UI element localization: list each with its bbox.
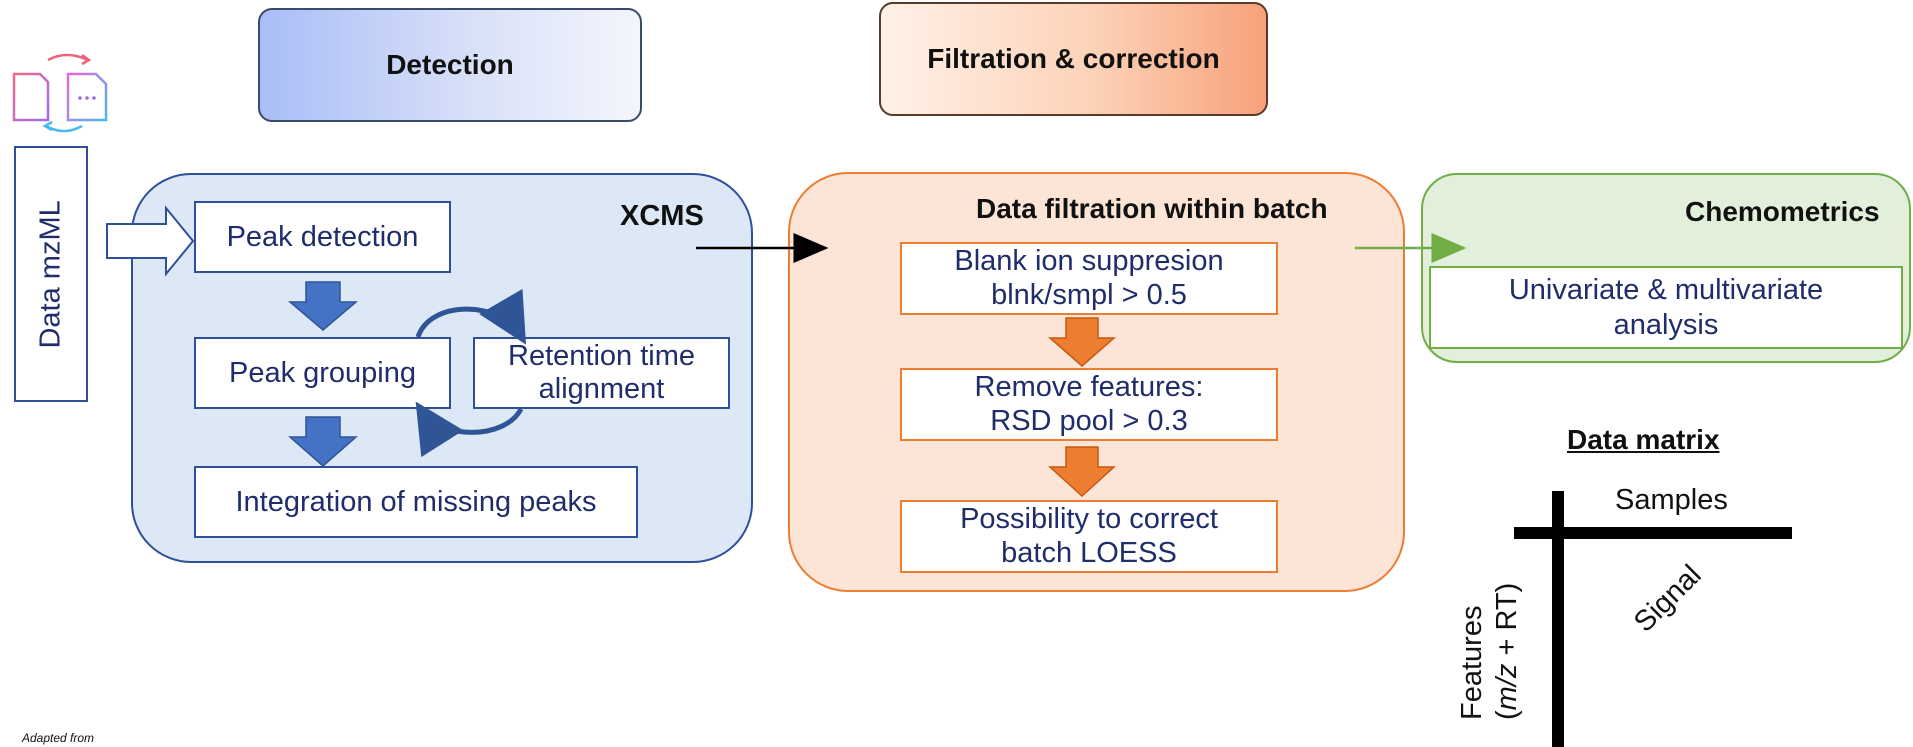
detection-header: Detection xyxy=(258,8,642,122)
filtration-title: Data filtration within batch xyxy=(976,193,1328,224)
features-rt: + RT) xyxy=(1490,582,1523,664)
analysis-line1: Univariate & multivariate xyxy=(1508,273,1824,306)
features-mz: m/z xyxy=(1490,663,1523,711)
analysis-line2: analysis xyxy=(1613,308,1719,341)
filtration-header: Filtration & correction xyxy=(879,2,1268,116)
features-line1: Features xyxy=(1456,605,1488,720)
signal-label: Signal xyxy=(1628,558,1708,639)
integration-missing-peaks-step: Integration of missing peaks xyxy=(194,466,638,538)
data-matrix-title: Data matrix xyxy=(1567,424,1720,455)
remove-features-step: Remove features: RSD pool > 0.3 xyxy=(900,368,1278,441)
xcms-title: XCMS xyxy=(620,200,704,232)
blank-line1: Blank ion suppresion xyxy=(954,245,1224,278)
peak-detection-label: Peak detection xyxy=(226,220,419,253)
correct-line1: Possibility to correct xyxy=(960,503,1218,536)
detection-header-label: Detection xyxy=(386,49,514,80)
batch-correction-label: Possibility to correct batch LOESS xyxy=(960,503,1218,570)
blank-ion-suppression-label: Blank ion suppresion blnk/smpl > 0.5 xyxy=(954,245,1223,312)
remove-line2: RSD pool > 0.3 xyxy=(990,404,1188,437)
retention-line2: alignment xyxy=(538,373,665,405)
features-paren-open: ( xyxy=(1490,710,1523,720)
samples-label: Samples xyxy=(1615,484,1728,516)
adapted-from-note: Adapted from xyxy=(22,731,95,745)
blank-line2: blnk/smpl > 0.5 xyxy=(991,278,1187,311)
batch-correction-step: Possibility to correct batch LOESS xyxy=(900,500,1278,573)
data-mzml-input: Data mzML xyxy=(14,146,88,402)
remove-line1: Remove features: xyxy=(974,371,1204,404)
integration-label: Integration of missing peaks xyxy=(235,485,597,518)
remove-features-label: Remove features: RSD pool > 0.3 xyxy=(975,371,1204,438)
data-mzml-label: Data mzML xyxy=(34,199,67,349)
retention-time-alignment-step: Retention time alignment xyxy=(473,337,730,409)
features-line2: (m/z + RT) xyxy=(1491,583,1523,720)
retention-line1: Retention time xyxy=(508,339,695,372)
correct-line2: batch LOESS xyxy=(1001,536,1177,569)
peak-grouping-step: Peak grouping xyxy=(194,337,451,409)
peak-detection-step: Peak detection xyxy=(194,201,451,273)
peak-grouping-label: Peak grouping xyxy=(228,356,417,389)
file-conversion-icon xyxy=(12,52,116,134)
blank-ion-suppression-step: Blank ion suppresion blnk/smpl > 0.5 xyxy=(900,242,1278,315)
analysis-label: Univariate & multivariate analysis xyxy=(1509,273,1823,343)
filtration-header-label: Filtration & correction xyxy=(927,43,1220,74)
chemometrics-title: Chemometrics xyxy=(1685,196,1880,227)
retention-time-alignment-label: Retention time alignment xyxy=(508,340,695,407)
features-label: Features (m/z + RT) xyxy=(1455,583,1525,720)
univariate-multivariate-analysis-step: Univariate & multivariate analysis xyxy=(1429,266,1903,349)
